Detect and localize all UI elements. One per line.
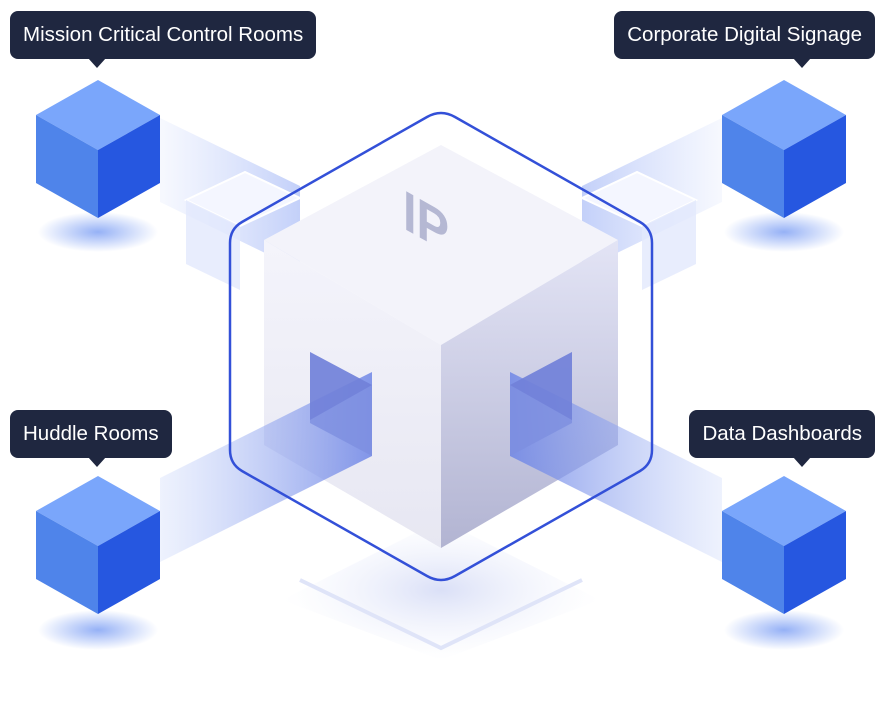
endpoint-cube-top-right [722, 80, 846, 252]
callout-data-dashboards: Data Dashboards [689, 410, 875, 467]
callout-corporate-digital-signage: Corporate Digital Signage [614, 11, 875, 68]
ip-hub-cube: IP [264, 145, 618, 548]
hub-outline [228, 111, 654, 582]
hub-floor-shadow [282, 520, 600, 660]
callout-huddle-rooms: Huddle Rooms [10, 410, 172, 467]
lower-left-beam [160, 352, 372, 562]
upper-right-beam [579, 118, 722, 290]
upper-left-beam [160, 118, 303, 290]
lower-right-beam [510, 352, 722, 562]
endpoint-cube-bottom-right [722, 476, 846, 650]
endpoint-cube-bottom-left [36, 476, 160, 650]
callout-mission-critical-control-rooms: Mission Critical Control Rooms [10, 11, 317, 68]
endpoint-cube-top-left [36, 80, 160, 252]
